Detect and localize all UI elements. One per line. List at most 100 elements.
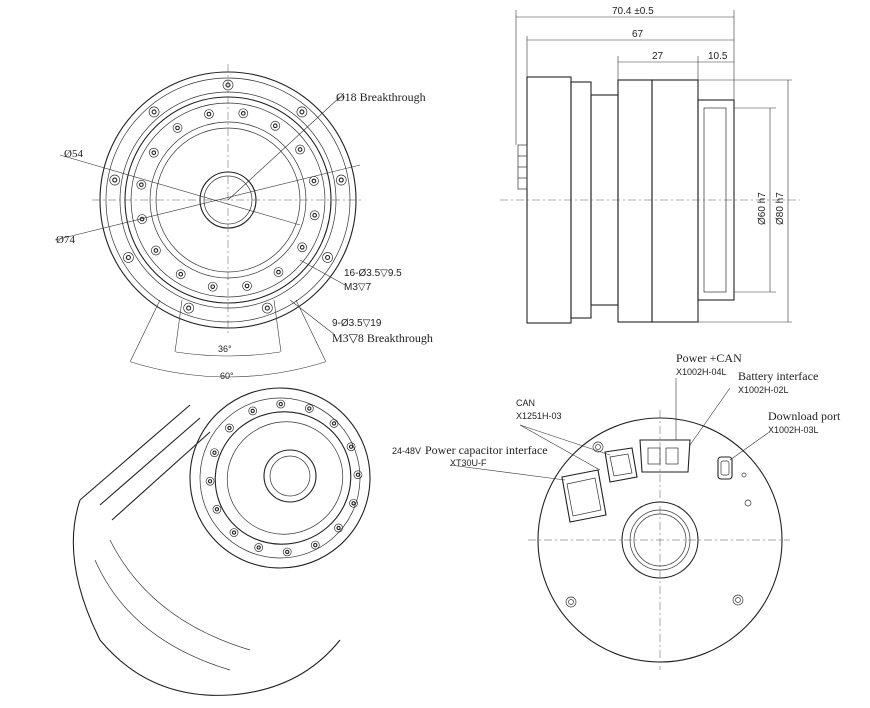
iso-bolt-hole — [336, 525, 341, 531]
inner-bolt-hole — [204, 109, 214, 119]
iso-bolt-hole — [210, 448, 219, 458]
length27-label: 27 — [652, 51, 664, 62]
iso-bolt-hole — [276, 399, 286, 409]
isometric-view — [72, 387, 371, 696]
iso-bolt-hole — [205, 476, 215, 486]
download-connector — [717, 456, 733, 480]
inner-bolt-hole — [210, 284, 216, 290]
inner-bolt-hole — [244, 283, 250, 289]
inner-bolt-hole — [137, 214, 147, 224]
iso-top-flange — [189, 387, 371, 569]
inner-bolt-hole — [297, 147, 303, 152]
dia80-label: Ø80 h7 — [775, 192, 786, 225]
breakthrough-label: Ø18 Breakthrough — [336, 90, 426, 104]
power-can-title: Power +CAN — [676, 351, 742, 365]
inner-bolt-hole — [151, 245, 161, 256]
holes16-line1: 16-Ø3.5▽9.5 — [344, 268, 402, 279]
inner-bolt-hole — [136, 179, 147, 190]
inner-bolt-hole — [272, 123, 278, 129]
iso-center-bore — [263, 449, 317, 503]
power-can-part: X1002H-04L — [676, 367, 727, 377]
outer-bolt-hole — [325, 254, 331, 261]
inner-bolt-hole — [151, 150, 157, 156]
back-view: Power +CAN X1002H-04L Battery interface … — [392, 351, 841, 670]
outer-bolt-hole — [151, 109, 157, 115]
iso-bolt-hole — [225, 423, 234, 433]
inner-bolt-hole — [297, 242, 308, 253]
inner-bolt-hole — [312, 212, 318, 218]
inner-bolt-hole — [153, 248, 159, 253]
dia74-label: Ø74 — [56, 234, 75, 246]
iso-bolt-hole — [285, 549, 290, 555]
iso-bolt-hole — [282, 547, 292, 557]
iso-bolt-hole — [313, 542, 318, 548]
iso-bolt-hole — [304, 404, 314, 413]
outer-bolt-hole — [299, 109, 305, 115]
iso-bolt-hole — [248, 406, 258, 416]
iso-bolt-hole — [231, 530, 237, 535]
outer-bolt-hole — [264, 305, 270, 311]
battery-part: X1002H-02L — [738, 385, 789, 395]
inner-bolt-hole — [299, 244, 305, 250]
iso-bolt-hole — [207, 479, 213, 484]
iso-bolt-hole — [331, 421, 337, 426]
outer-bolt-hole — [222, 79, 234, 91]
iso-bolt-holes — [205, 399, 363, 557]
inner-bolt-hole — [311, 178, 317, 184]
overall-length-label: 70.4 ±0.5 — [612, 6, 654, 17]
download-part: X1002H-03L — [768, 425, 819, 435]
inner-bolt-hole — [309, 176, 319, 186]
iso-bolt-hole — [254, 543, 264, 552]
inner-bolt-hole — [206, 111, 212, 117]
inner-bolt-hole — [207, 281, 218, 292]
power-can-connector — [639, 439, 691, 473]
iso-bolt-hole — [355, 472, 361, 477]
inner-bolt-hole — [238, 108, 249, 119]
outer-bolt-hole — [123, 252, 134, 263]
capacitor-title: Power capacitor interface — [425, 443, 548, 457]
angle36-label: 36° — [218, 344, 232, 354]
outer-bolt-hole — [148, 106, 160, 118]
outer-bolt-hole — [338, 177, 344, 183]
outer-bolt-hole — [335, 174, 347, 186]
can-part: X1251H-03 — [516, 411, 562, 421]
inner-bolt-hole — [172, 123, 183, 133]
inner-bolt-hole — [270, 120, 281, 131]
iso-bolt-hole — [307, 406, 312, 411]
front-view: Ø18 Breakthrough Ø54 Ø74 16-Ø3.5▽9.5 M3▽… — [54, 64, 433, 381]
iso-bolt-hole — [349, 498, 358, 508]
inner-bolt-hole — [175, 125, 180, 131]
battery-title: Battery interface — [738, 369, 818, 383]
inner-bolt-hole — [242, 281, 252, 291]
iso-bolt-hole — [353, 470, 363, 480]
iso-bolt-hole — [346, 442, 356, 452]
angle60-label: 60° — [220, 371, 234, 381]
iso-body-outline — [72, 499, 341, 696]
iso-bolt-hole — [278, 401, 283, 407]
iso-bolt-hole — [256, 545, 261, 550]
inner-bolt-hole — [295, 144, 305, 155]
holes9-line2: M3▽8 Breakthrough — [332, 331, 433, 345]
outer-bolt-holes — [109, 79, 347, 314]
length67-label: 67 — [632, 29, 644, 40]
outer-bolt-hole — [186, 305, 192, 311]
capacitor-voltage: 24-48V — [392, 446, 421, 456]
inner-bolt-hole — [178, 271, 184, 277]
dia60-label: Ø60 h7 — [757, 192, 768, 225]
holes9-line1: 9-Ø3.5▽19 — [332, 318, 382, 329]
iso-bolt-hole — [229, 528, 239, 537]
outer-bolt-hole — [261, 302, 273, 314]
iso-bolt-hole — [250, 408, 255, 414]
inner-bolt-hole — [175, 269, 186, 280]
outer-bolt-hole — [225, 82, 231, 88]
download-title: Download port — [768, 409, 841, 423]
capacitor-part: XT30U-F — [450, 458, 487, 468]
iso-bolt-hole — [334, 523, 343, 533]
outer-bolt-hole — [125, 254, 131, 261]
inner-bolt-hole — [240, 110, 246, 116]
can-connector — [604, 447, 638, 483]
length10-label: 10.5 — [708, 51, 728, 62]
inner-bolt-hole — [309, 210, 320, 221]
inner-bolt-hole — [148, 147, 159, 158]
inner-bolt-hole — [276, 269, 281, 275]
